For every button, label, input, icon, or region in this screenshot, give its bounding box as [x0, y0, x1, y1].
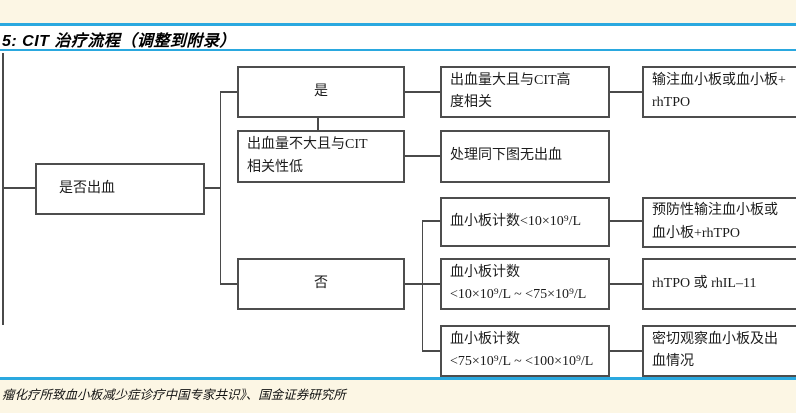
node-rhtpo-or-rhil11: rhTPO 或 rhIL–11 — [642, 258, 796, 310]
node-no: 否 — [237, 258, 405, 310]
node-label: rhTPO 或 rhIL–11 — [652, 275, 757, 291]
node-label: 预防性输注血小板或 血小板+rhTPO — [652, 203, 778, 241]
node-label: 否 — [314, 275, 328, 291]
node-label: 密切观察血小板及出 血情况 — [652, 331, 778, 369]
node-label: 出血量大且与CIT高 度相关 — [450, 72, 571, 110]
node-prophylactic-transfusion: 预防性输注血小板或 血小板+rhTPO — [642, 197, 796, 248]
connector-plt2-to-rhtpo — [610, 283, 642, 285]
node-label: 处理同下图无出血 — [450, 148, 562, 164]
connector-bracket1 — [219, 91, 221, 285]
connector-root-to-bracket1 — [205, 187, 221, 189]
node-label: 出血量不大且与CIT 相关性低 — [247, 137, 368, 175]
title-underline-rule — [0, 49, 796, 51]
figure-title: 5: CIT 治疗流程（调整到附录） — [2, 33, 236, 50]
node-is-bleeding: 是否出血 — [35, 163, 205, 215]
connector-bracket2 — [421, 220, 423, 351]
node-label: 血小板计数 <10×10⁹/L ~ <75×10⁹/L — [450, 264, 587, 302]
title-band — [0, 25, 796, 49]
node-transfuse-platelets-rhtpo: 输注血小板或血小板+ rhTPO — [642, 66, 796, 118]
node-platelet-10-to-75: 血小板计数 <10×10⁹/L ~ <75×10⁹/L — [440, 258, 610, 310]
node-observe-platelets-bleeding: 密切观察血小板及出 血情况 — [642, 325, 796, 377]
connector-bracket1-to-yes — [220, 91, 237, 93]
connector-bracket2-to-plt1 — [422, 220, 440, 222]
node-label: 是 — [314, 83, 328, 99]
node-heavy-bleed-high-cit: 出血量大且与CIT高 度相关 — [440, 66, 610, 118]
connector-left-feed — [2, 187, 35, 189]
connector-yes-to-lightbleed — [317, 116, 319, 132]
figure-source: 瘤化疗所致血小板减少症诊疗中国专家共识》、国金证券研究所 — [2, 388, 346, 402]
connector-no-to-bracket2 — [405, 283, 423, 285]
node-label: 血小板计数<10×10⁹/L — [450, 213, 582, 229]
connector-bracket2-to-plt2 — [422, 283, 440, 285]
node-treat-as-no-bleed: 处理同下图无出血 — [440, 130, 610, 183]
connector-plt1-to-prophylactic — [610, 220, 642, 222]
node-label: 输注血小板或血小板+ rhTPO — [652, 72, 786, 110]
node-light-bleed-low-cit: 出血量不大且与CIT 相关性低 — [237, 130, 405, 183]
connector-bracket2-to-plt3 — [422, 350, 440, 352]
node-label: 血小板计数 <75×10⁹/L ~ <100×10⁹/L — [450, 331, 594, 369]
node-label: 是否出血 — [59, 180, 115, 196]
node-platelet-75-to-100: 血小板计数 <75×10⁹/L ~ <100×10⁹/L — [440, 325, 610, 377]
top-rule — [0, 23, 796, 26]
connector-lightbleed-to-treat — [405, 155, 440, 157]
connector-heavybleed-to-transfuse — [610, 91, 642, 93]
bottom-rule — [0, 377, 796, 380]
connector-plt3-to-observe — [610, 350, 642, 352]
node-platelet-lt-10: 血小板计数<10×10⁹/L — [440, 197, 610, 247]
connector-left-clipped-bracket — [2, 53, 4, 325]
connector-bracket1-to-no — [220, 283, 237, 285]
connector-yes-to-heavybleed — [405, 91, 440, 93]
node-yes: 是 — [237, 66, 405, 118]
